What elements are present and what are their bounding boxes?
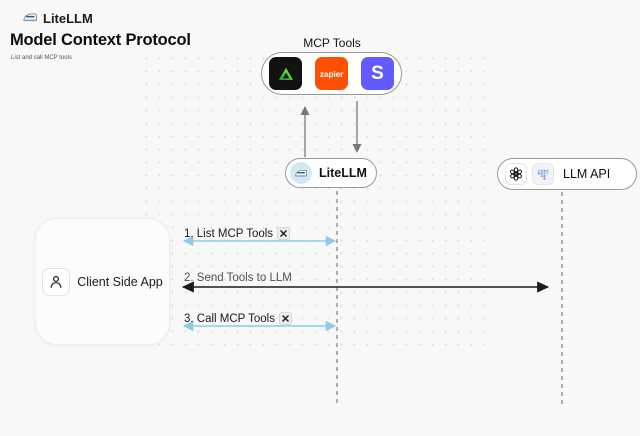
crossed-tools-icon [278, 312, 292, 325]
message-send-tools-to-llm: 2. Send Tools to LLM [184, 272, 292, 284]
dot-grid-background [140, 52, 485, 348]
message-list-mcp-tools: 1. List MCP Tools [184, 227, 291, 240]
zapier-wordmark: zapier [319, 68, 344, 79]
litellm-node: LiteLLM [285, 158, 377, 188]
person-icon [42, 267, 71, 296]
llm-api-node-label: LLM API [563, 167, 611, 181]
litellm-train-icon [22, 9, 38, 28]
message-call-mcp-tools: 3. Call MCP Tools [184, 312, 292, 325]
litellm-node-label: LiteLLM [319, 166, 367, 180]
stripe-icon: S [361, 57, 394, 90]
client-side-app-node: Client Side App [35, 218, 170, 345]
brand: LiteLLM [22, 9, 93, 28]
mcp-tools-node: zapier S [261, 52, 402, 95]
llm-provider-pixel-icon [532, 163, 554, 185]
llm-api-node: LLM API [497, 158, 637, 190]
stripe-letter: S [371, 62, 384, 84]
page-subtitle: List and call MCP tools [11, 55, 72, 61]
litellm-train-icon [290, 162, 312, 184]
mcp-tools-label: MCP Tools [303, 36, 361, 50]
green-triangle-tool-icon [269, 57, 302, 90]
brand-name: LiteLLM [43, 11, 93, 26]
message-1-text: 1. List MCP Tools [184, 227, 274, 240]
client-node-label: Client Side App [77, 274, 163, 289]
message-2-text: 2. Send Tools to LLM [184, 272, 292, 284]
crossed-tools-icon [277, 227, 291, 240]
zapier-icon: zapier [315, 57, 348, 90]
message-3-text: 3. Call MCP Tools [184, 312, 275, 325]
openai-icon [505, 163, 527, 185]
page-title: Model Context Protocol [10, 31, 191, 49]
